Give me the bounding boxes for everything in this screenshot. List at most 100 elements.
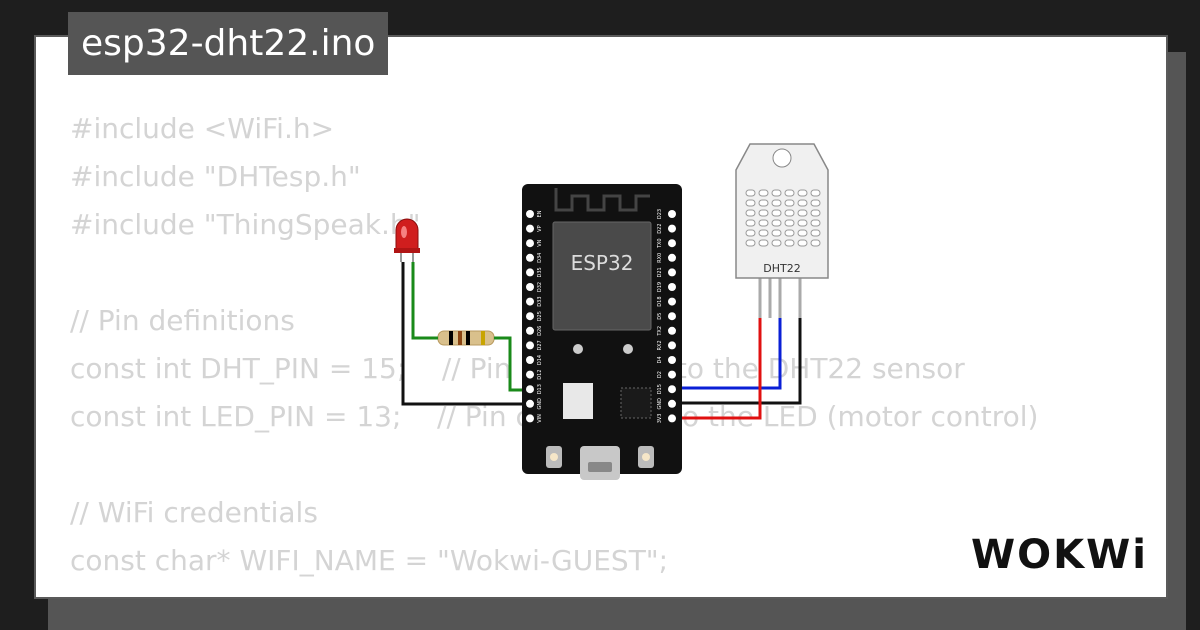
- pin-d18[interactable]: [668, 297, 676, 306]
- pin-d13[interactable]: [526, 385, 534, 394]
- wire-power-3v3[interactable]: [676, 315, 762, 420]
- vent-slot: [745, 229, 756, 237]
- pin-d26[interactable]: [526, 326, 534, 335]
- code-line: // Pin definitions: [70, 304, 295, 337]
- pin-en[interactable]: [526, 210, 534, 218]
- sensor-hole: [772, 148, 792, 168]
- usb-port-opening: [588, 462, 612, 472]
- pin-d34[interactable]: [526, 253, 534, 262]
- esp32-board[interactable]: ESP32 ENVPVND34D35D32D33D25D26D27D14D12D…: [522, 184, 682, 480]
- pin-label: D4: [657, 356, 663, 363]
- pin-vp[interactable]: [526, 224, 534, 233]
- pin-d23[interactable]: [668, 210, 676, 218]
- wire-led-resistor[interactable]: [411, 262, 438, 340]
- pin-d15[interactable]: [668, 385, 676, 394]
- vent-slot: [784, 189, 795, 197]
- led-highlight: [401, 226, 407, 238]
- vent-slot: [797, 209, 808, 217]
- pin-gnd[interactable]: [668, 399, 676, 408]
- code-line: const char* WIFI_NAME = "Wokwi-GUEST";: [70, 544, 669, 577]
- pin-d21[interactable]: [668, 268, 676, 277]
- left-pin-header: ENVPVND34D35D32D33D25D26D27D14D12D13GNDV…: [526, 210, 543, 423]
- vent-slot: [797, 189, 808, 197]
- vent-slot: [810, 189, 821, 197]
- vent-slot: [745, 189, 756, 197]
- led[interactable]: [394, 218, 420, 262]
- pin-d5[interactable]: [668, 312, 676, 321]
- pin-3v3[interactable]: [668, 414, 676, 423]
- pin-label: D5: [657, 313, 663, 320]
- code-line: const char* WIFI_PASSWORD = "";: [70, 585, 1038, 597]
- vent-slot: [745, 219, 756, 227]
- dht22-sensor[interactable]: DHT22: [735, 143, 829, 318]
- pin-label: D23: [657, 209, 663, 219]
- pin-rx2[interactable]: [668, 341, 676, 350]
- wire-ground-dht[interactable]: [676, 315, 802, 405]
- reset-button-cap: [642, 453, 650, 461]
- pin-label: TX0: [657, 238, 663, 249]
- pin-d14[interactable]: [526, 356, 534, 364]
- pin-tx2[interactable]: [668, 326, 676, 335]
- wokwi-logo: WOKWi: [971, 532, 1148, 578]
- pin-tx0[interactable]: [668, 239, 676, 248]
- vent-slot: [810, 209, 821, 217]
- vent-slot: [797, 229, 808, 237]
- vent-slot: [784, 229, 795, 237]
- boot-button-cap: [550, 453, 558, 461]
- resistor-band: [449, 331, 453, 345]
- led-body: [395, 218, 419, 251]
- pin-rx0[interactable]: [668, 253, 676, 262]
- pin-label: D19: [657, 282, 663, 292]
- vent-slot: [797, 219, 808, 227]
- vent-slot: [810, 219, 821, 227]
- pin-label: D26: [537, 326, 543, 336]
- wire-led-ground[interactable]: [401, 262, 526, 406]
- vent-slot: [784, 199, 795, 207]
- board-label: ESP32: [571, 251, 634, 275]
- vent-slot: [758, 239, 769, 247]
- vent-slot: [810, 239, 821, 247]
- pin-d12[interactable]: [526, 370, 534, 379]
- sensor-vent-grid: [745, 189, 821, 247]
- pin-label: D13: [537, 384, 543, 394]
- pin-label: TX2: [657, 326, 663, 337]
- pin-vin[interactable]: [526, 414, 534, 423]
- vent-slot: [797, 199, 808, 207]
- wire-data-d15[interactable]: [676, 315, 782, 390]
- vent-slot: [784, 219, 795, 227]
- vent-slot: [771, 229, 782, 237]
- vent-slot: [784, 239, 795, 247]
- code-line: #include <WiFi.h>: [70, 112, 335, 145]
- vent-slot: [771, 239, 782, 247]
- vent-slot: [771, 199, 782, 207]
- pin-d4[interactable]: [668, 356, 676, 364]
- pin-vn[interactable]: [526, 239, 534, 248]
- pin-d25[interactable]: [526, 312, 534, 321]
- vent-slot: [784, 209, 795, 217]
- pin-label: D18: [657, 296, 663, 306]
- pin-d22[interactable]: [668, 224, 676, 233]
- mount-hole: [573, 344, 583, 354]
- pin-label: RX2: [657, 340, 663, 350]
- vent-slot: [810, 199, 821, 207]
- wire-resistor-d13[interactable]: [494, 336, 526, 392]
- pin-d33[interactable]: [526, 297, 534, 306]
- pin-label: D33: [537, 296, 543, 306]
- pin-label: D12: [537, 369, 543, 379]
- vent-slot: [758, 199, 769, 207]
- pin-gnd[interactable]: [526, 399, 534, 408]
- mount-hole: [623, 344, 633, 354]
- vent-slot: [771, 209, 782, 217]
- pin-d19[interactable]: [668, 283, 676, 291]
- usb-chip: [620, 387, 652, 419]
- vent-slot: [771, 219, 782, 227]
- pin-d35[interactable]: [526, 268, 534, 277]
- pin-d2[interactable]: [668, 370, 676, 379]
- pin-d27[interactable]: [526, 341, 534, 350]
- pin-label: 3V3: [657, 414, 663, 424]
- pin-d32[interactable]: [526, 283, 534, 291]
- vent-slot: [758, 229, 769, 237]
- code-line: // WiFi credentials: [70, 496, 318, 529]
- pin-label: D21: [657, 267, 663, 277]
